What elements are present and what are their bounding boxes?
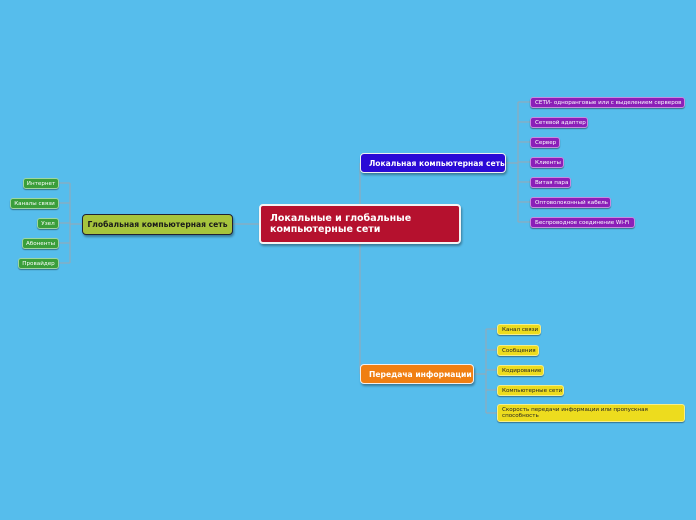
transfer-subtopic-label: Кодирование <box>502 367 542 374</box>
global-subtopic[interactable]: Каналы связи <box>10 198 59 209</box>
data-transfer-label: Передача информации <box>369 369 472 379</box>
local-subtopic-label: Витая пара <box>535 179 569 186</box>
transfer-subtopic[interactable]: Компьютерные сети <box>497 385 564 396</box>
global-subtopic[interactable]: Абоненты <box>22 238 59 249</box>
transfer-subtopic-label: Канал связи <box>502 326 539 333</box>
local-subtopic-label: Сервер <box>535 139 557 146</box>
global-subtopic-label: Провайдер <box>22 260 55 267</box>
transfer-subtopic[interactable]: Канал связи <box>497 324 541 335</box>
global-subtopic-label: Узел <box>41 220 55 227</box>
local-network-topic[interactable]: Локальная компьютерная сеть <box>360 153 506 173</box>
transfer-subtopic[interactable]: Кодирование <box>497 365 544 376</box>
central-topic[interactable]: Локальные и глобальные компьютерные сети <box>259 204 461 244</box>
local-subtopic[interactable]: Сетевой адаптер <box>530 117 588 128</box>
transfer-subtopic-label: Сообщения <box>502 347 536 354</box>
connector-local-leaves <box>506 101 530 223</box>
local-subtopic[interactable]: Сервер <box>530 137 560 148</box>
transfer-subtopic[interactable]: Сообщения <box>497 345 539 356</box>
global-network-label: Глобальная компьютерная сеть <box>87 220 228 229</box>
global-subtopic[interactable]: Провайдер <box>18 258 59 269</box>
local-subtopic-label: Клиенты <box>535 159 561 166</box>
data-transfer-topic[interactable]: Передача информации <box>360 364 474 384</box>
global-subtopic-label: Каналы связи <box>14 200 55 207</box>
local-subtopic-label: Сетевой адаптер <box>535 119 586 126</box>
global-subtopic[interactable]: Узел <box>37 218 59 229</box>
local-subtopic[interactable]: Витая пара <box>530 177 571 188</box>
connector-transfer-leaves <box>474 328 497 414</box>
transfer-subtopic[interactable]: Скорость передачи информации или пропуск… <box>497 404 685 422</box>
central-topic-label: Локальные и глобальные компьютерные сети <box>270 213 412 235</box>
local-subtopic-label: СЕТИ- одноранговые или с выделением серв… <box>535 99 682 106</box>
local-subtopic[interactable]: Оптоволоконный кабель <box>530 197 611 208</box>
local-subtopic[interactable]: Беспроводное соединение Wi-Fi <box>530 217 635 228</box>
local-subtopic-label: Беспроводное соединение Wi-Fi <box>535 219 630 226</box>
transfer-subtopic-label: Скорость передачи информации или пропуск… <box>502 406 648 420</box>
connector-global-leaves <box>59 182 82 264</box>
local-subtopic[interactable]: СЕТИ- одноранговые или с выделением серв… <box>530 97 685 108</box>
global-subtopic-label: Интернет <box>26 180 56 187</box>
local-subtopic[interactable]: Клиенты <box>530 157 564 168</box>
global-subtopic[interactable]: Интернет <box>23 178 59 189</box>
local-network-label: Локальная компьютерная сеть <box>369 158 505 168</box>
transfer-subtopic-label: Компьютерные сети <box>502 387 563 394</box>
global-network-topic[interactable]: Глобальная компьютерная сеть <box>82 214 233 235</box>
global-subtopic-label: Абоненты <box>25 240 56 247</box>
local-subtopic-label: Оптоволоконный кабель <box>535 199 608 206</box>
